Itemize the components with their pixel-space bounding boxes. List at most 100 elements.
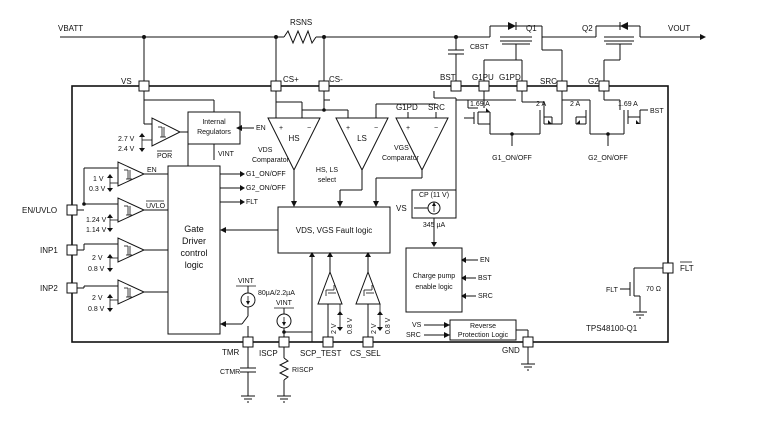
por-lo: 2.4 V	[118, 146, 135, 153]
internal-regulators-line2: Regulators	[197, 129, 231, 136]
tmr-current-label: 80µA/2.2µA	[258, 290, 295, 297]
q1-label: Q1	[526, 24, 537, 33]
g2-onoff-label: G2_ON/OFF	[246, 185, 286, 192]
scp-lo: 0.8 V	[347, 317, 354, 334]
inp1-comparator: 2 V 0.8 V	[77, 237, 168, 273]
fault-logic-label: VDS, VGS Fault logic	[296, 226, 372, 235]
ls-label: LS	[357, 134, 367, 143]
gate-driver-line3: control	[180, 248, 207, 258]
q2-mosfet: Q2	[582, 22, 641, 52]
rev-vs-label: VS	[412, 322, 422, 329]
chip-name: TPS48100-Q1	[586, 324, 638, 333]
rsns-label: RSNS	[290, 18, 312, 27]
tmr-vint-label: VINT	[238, 278, 255, 285]
bst-capacitor: CBST	[448, 35, 489, 86]
pin-cs-sel-label: CS_SEL	[350, 349, 381, 358]
pin-src	[556, 80, 568, 92]
charge-pump-logic: Charge pump enable logic EN BST SRC	[405, 247, 493, 313]
pin-cs-minus-label: CS-	[329, 75, 343, 84]
uvlo-out-label: UVLO	[146, 203, 166, 210]
pin-g1pu	[478, 80, 490, 92]
ls-plus: +	[346, 125, 350, 132]
hs-minus: −	[307, 125, 311, 132]
vgs-minus: −	[434, 125, 438, 132]
cp-en-label: EN	[480, 257, 490, 264]
reg-en-label: EN	[256, 125, 266, 132]
hs-ls-select-line1: HS, LS	[316, 167, 339, 174]
iscp-current-source: VINT	[274, 300, 312, 337]
charge-pump: CP (11 V) 345 µA VS	[396, 91, 457, 247]
uvlo-lo: 1.14 V	[86, 227, 107, 234]
pin-g2-label: G2	[588, 77, 599, 86]
scp-hi: 2 V	[331, 323, 338, 334]
en-hi: 1 V	[93, 176, 104, 183]
cssel-hi: 2 V	[371, 323, 378, 334]
cssel-lo: 0.8 V	[385, 317, 392, 334]
pin-bst-label: BST	[440, 73, 456, 82]
pin-flt-label: FLT	[680, 264, 694, 273]
pin-vs	[138, 80, 150, 92]
riscp-resistor: RISCP	[277, 347, 314, 403]
pin-flt	[662, 262, 674, 274]
g2-bst-label: BST	[650, 108, 664, 115]
charge-pump-logic-box	[405, 247, 463, 313]
pin-tmr	[242, 336, 254, 348]
ctmr-capacitor: CTMR	[220, 347, 256, 403]
rev-line1: Reverse	[470, 323, 496, 330]
pin-gnd-label: GND	[502, 346, 520, 355]
g1-onoff-sw-label: G1_ON/OFF	[492, 155, 532, 162]
cs-sel-buffer: 2 V 0.8 V	[355, 270, 392, 337]
pin-gnd	[522, 336, 534, 348]
flt-pin-group: FLT	[662, 261, 694, 274]
iscp-vint-label: VINT	[276, 300, 293, 307]
ctmr-label: CTMR	[220, 369, 240, 376]
cp-vs-label: VS	[396, 204, 407, 213]
g2-src-current: 2 A	[570, 101, 580, 108]
fault-logic-box	[277, 206, 391, 254]
pin-cs-sel	[362, 336, 374, 348]
pin-g1pu-label: G1PU	[472, 73, 494, 82]
rev-src-label: SRC	[406, 332, 421, 339]
flt-res-label: 70 Ω	[646, 286, 661, 293]
inp1-lo: 0.8 V	[88, 266, 105, 273]
pin-en-uvlo	[66, 204, 78, 216]
uvlo-hi: 1.24 V	[86, 217, 107, 224]
en-out-label: EN	[147, 167, 157, 174]
cp-bst-label: BST	[478, 275, 492, 282]
vgs-g1pd-label: G1PD	[396, 103, 418, 112]
internal-regulators-box	[187, 111, 241, 145]
scp-test-buffer: 2 V 0.8 V	[317, 270, 354, 337]
gate-driver-line2: Driver	[182, 236, 206, 246]
flt-transistor: FLT 70 Ω	[606, 267, 663, 319]
vgs-comparator: + − G1PD SRC VGS Comparator	[373, 103, 449, 207]
hs-comparator: + − HS VDS Comparator	[252, 91, 321, 172]
reverse-protection: Reverse Protection Logic VS SRC	[406, 319, 529, 341]
pin-vs-label: VS	[121, 77, 132, 86]
hs-ls-select: HS, LS select	[291, 167, 363, 207]
left-pins: EN/UVLO INP1 INP2	[22, 204, 78, 294]
cp-logic-line1: Charge pump	[413, 273, 456, 280]
cbst-label: CBST	[470, 44, 489, 51]
ls-minus: −	[374, 125, 378, 132]
en-lo: 0.3 V	[89, 186, 106, 193]
internal-regulators-line1: Internal	[202, 119, 226, 126]
hs-label: HS	[288, 134, 299, 143]
fault-logic: VDS, VGS Fault logic	[277, 206, 391, 342]
pin-cs-plus	[270, 80, 282, 92]
vgs-plus: +	[406, 125, 410, 132]
power-path: VBATT VOUT	[58, 24, 706, 40]
sense-resistor: RSNS	[142, 18, 326, 45]
vgs-comp-line2: Comparator	[382, 155, 420, 162]
flt-signal-label: FLT	[246, 199, 259, 206]
ls-comparator: + − LS	[302, 91, 436, 172]
pin-src-label: SRC	[540, 77, 557, 86]
vgs-src-label: SRC	[428, 103, 445, 112]
gate-driver: Gate Driver control logic G1_ON/OFF G2_O…	[167, 165, 286, 335]
inp2-comparator: 2 V 0.8 V	[77, 279, 168, 313]
pin-cs-plus-label: CS+	[283, 75, 299, 84]
gnd-ground	[521, 347, 535, 371]
vout-label: VOUT	[668, 24, 690, 33]
pin-scp-test-label: SCP_TEST	[300, 349, 341, 358]
vbatt-label: VBATT	[58, 24, 83, 33]
